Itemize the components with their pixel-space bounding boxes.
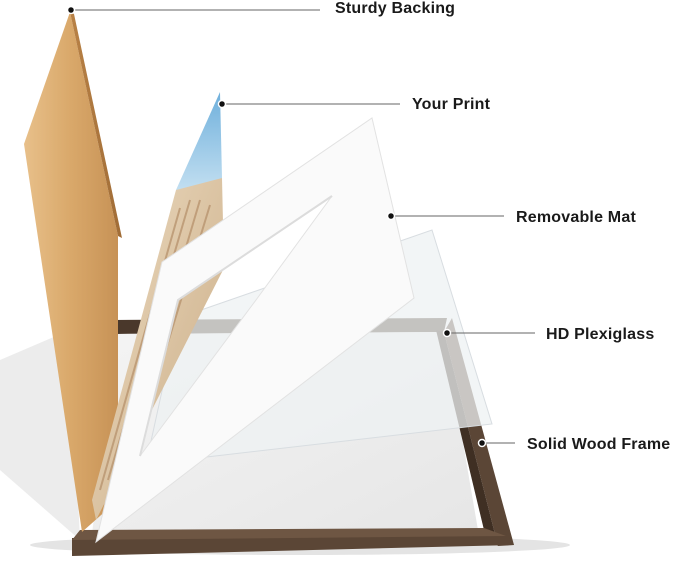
- leader-dots: [66, 5, 487, 448]
- frame-front-rail-top: [72, 528, 506, 540]
- label-hd-plexiglass: HD Plexiglass: [546, 326, 655, 343]
- leader-lines: [71, 9, 535, 444]
- leader-dot-plexiglass: [442, 328, 452, 338]
- label-sturdy-backing: Sturdy Backing: [335, 0, 456, 17]
- label-solid-wood-frame: Solid Wood Frame: [527, 436, 671, 453]
- backing-face: [24, 12, 118, 532]
- leader-dot-backing: [66, 5, 76, 15]
- leader-dot-print: [217, 99, 227, 109]
- mat-bevel: [139, 195, 333, 457]
- print-sky: [176, 92, 222, 206]
- frame-front-rail: [72, 534, 514, 556]
- sturdy-backing-board: [24, 12, 122, 532]
- label-removable-mat: Removable Mat: [516, 209, 636, 226]
- leader-dot-mat: [386, 211, 396, 221]
- backing-edge: [70, 12, 122, 238]
- leader-dot-frame: [477, 438, 487, 448]
- label-your-print: Your Print: [412, 96, 491, 113]
